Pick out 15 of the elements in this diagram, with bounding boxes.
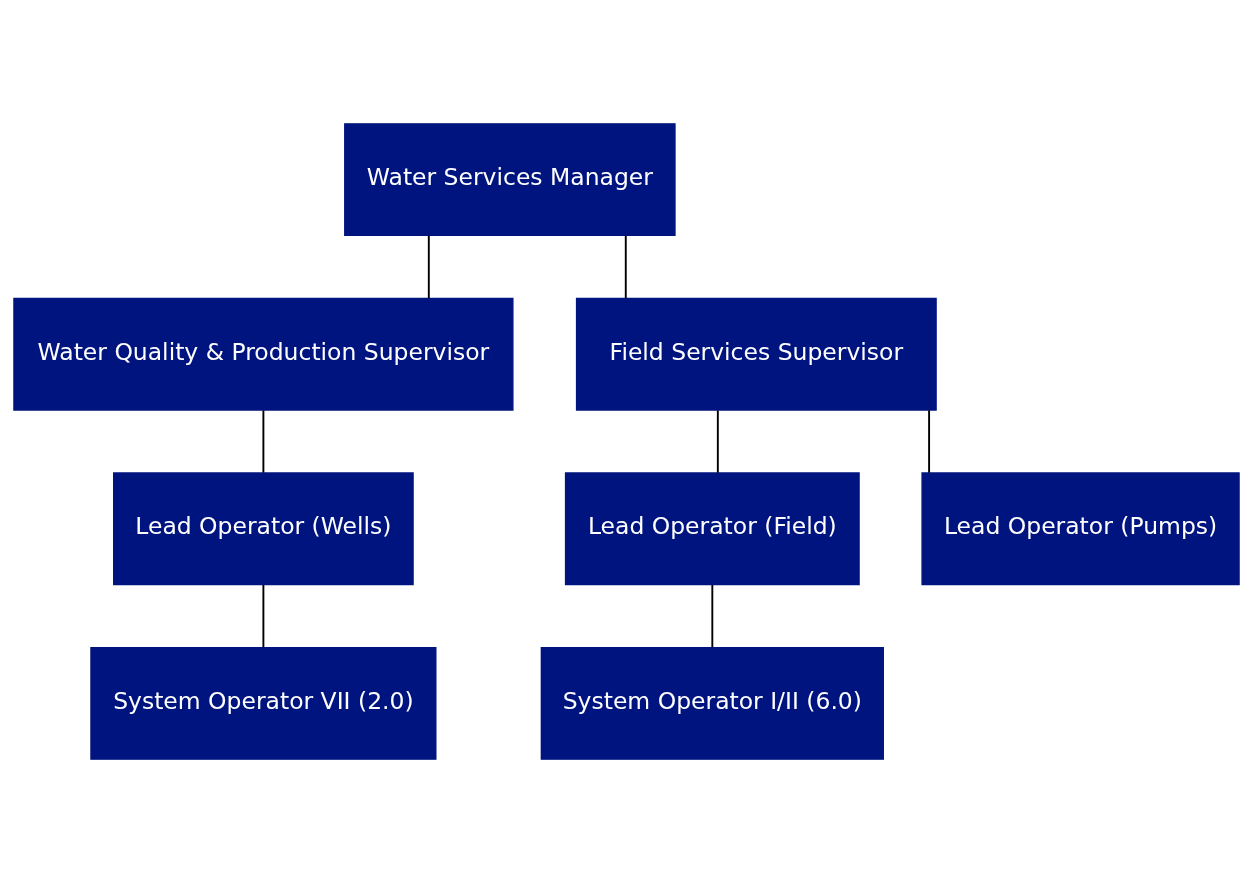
node-box: Lead Operator (Pumps) (921, 471, 1240, 585)
node-box: Lead Operator (Field) (564, 471, 860, 585)
connector (716, 408, 719, 474)
node-box: System Operator VII (2.0) (90, 646, 437, 760)
connector (711, 583, 714, 648)
connector (262, 583, 265, 648)
connector (427, 234, 430, 299)
connector (624, 234, 627, 299)
node-box: Field Services Supervisor (575, 297, 937, 411)
node-box: Water Services Manager (344, 122, 676, 236)
node-box: Lead Operator (Wells) (113, 471, 414, 585)
node-box: Water Quality & Production Supervisor (13, 297, 514, 411)
connector (928, 408, 931, 474)
connector (262, 408, 265, 474)
node-box: System Operator I/II (6.0) (540, 646, 884, 760)
